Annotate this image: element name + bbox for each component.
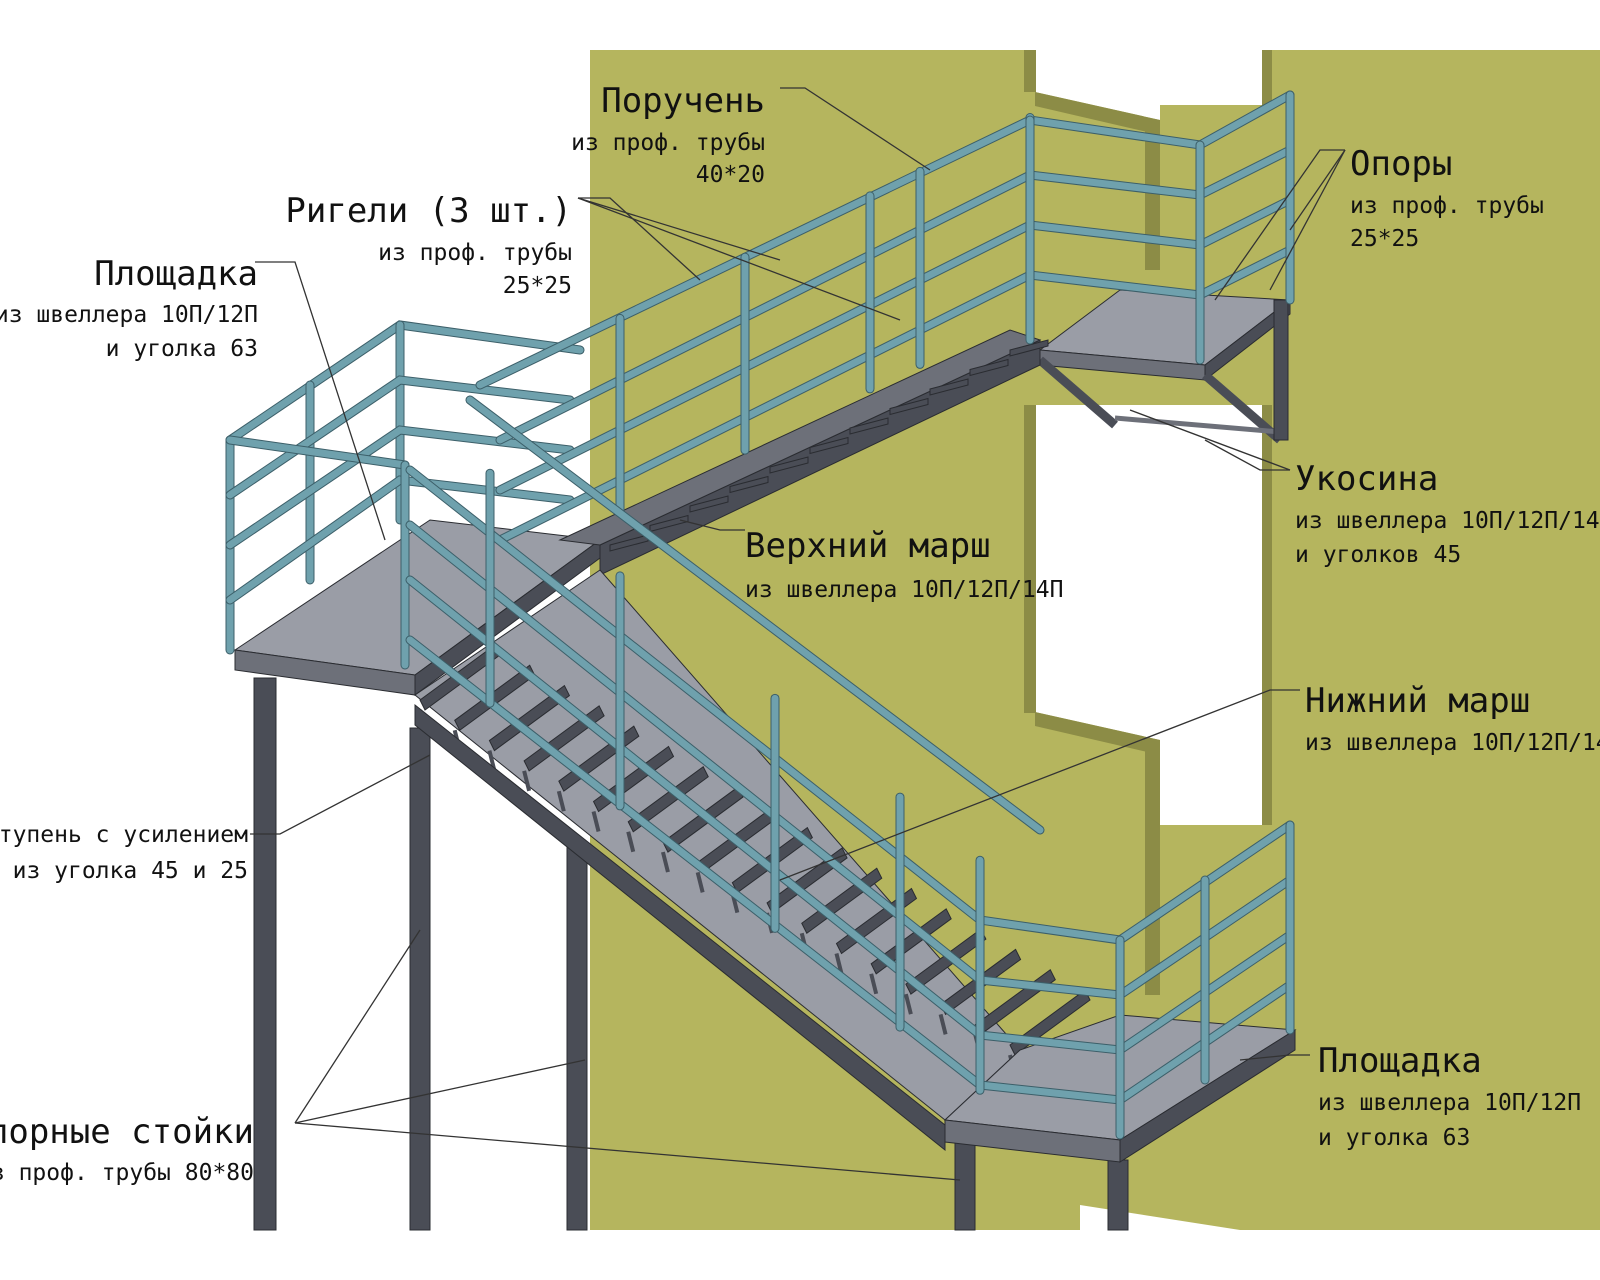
upper-step <box>929 378 969 396</box>
upper-step <box>849 417 889 435</box>
step-bracket <box>869 973 879 995</box>
wall-opening-middle <box>1035 405 1270 825</box>
label-upper-flight-line1: из швеллера 10П/12П/14П <box>745 577 1064 603</box>
label-handrail-line2: 40*20 <box>696 162 765 188</box>
label-platform-bottom-line2: и уголка 63 <box>1318 1125 1470 1151</box>
label-brace: Укосина из швеллера 10П/12П/14П и уголко… <box>1295 459 1600 568</box>
label-lower-flight: Нижний марш из швеллера 10П/12П/14П <box>1305 681 1600 756</box>
label-step-title: Ступень с усилением <box>0 822 248 848</box>
label-platform-top-title: Площадка <box>94 254 258 294</box>
label-brace-line2: и уголков 45 <box>1295 542 1461 568</box>
step-bracket <box>938 1013 948 1035</box>
upper-landing <box>1037 289 1292 444</box>
label-rails-line1: из проф. трубы <box>378 240 572 266</box>
support-columns <box>253 677 1129 1231</box>
label-lower-flight-line1: из швеллера 10П/12П/14П <box>1305 730 1600 756</box>
label-brace-title: Укосина <box>1295 459 1438 499</box>
label-platform-bottom-line1: из швеллера 10П/12П <box>1318 1090 1581 1116</box>
upper-step <box>609 534 649 552</box>
step-bracket <box>556 790 566 812</box>
wall-opening-top <box>1035 50 1270 120</box>
label-step-line1: из уголка 45 и 25 <box>13 858 248 884</box>
label-upper-flight: Верхний марш из швеллера 10П/12П/14П <box>745 526 1064 603</box>
upper-step <box>1009 339 1049 357</box>
label-lower-flight-title: Нижний марш <box>1305 681 1530 721</box>
top-landing-front <box>226 436 409 469</box>
top-landing-rail <box>226 376 574 499</box>
label-columns: Опорные стойки из проф. трубы 80*80 <box>0 1112 254 1186</box>
leader-lines <box>250 87 1346 1181</box>
step-bracket <box>695 871 705 893</box>
label-brace-line1: из швеллера 10П/12П/14П <box>1295 508 1600 534</box>
step-bracket <box>661 851 670 873</box>
label-step: Ступень с усилением из уголка 45 и 25 <box>0 822 248 884</box>
upper-step <box>889 397 929 416</box>
label-platform-bottom: Площадка из швеллера 10П/12П и уголка 63 <box>1318 1041 1581 1151</box>
label-platform-top: Площадка из швеллера 10П/12П и уголка 63 <box>0 254 258 362</box>
step-bracket <box>626 831 636 853</box>
step-bracket <box>591 810 601 832</box>
lower-step <box>488 684 571 752</box>
lower-step <box>870 908 952 975</box>
lower-step <box>905 928 987 995</box>
label-upper-flight-title: Верхний марш <box>745 526 991 566</box>
label-posts: Опоры из проф. трубы 25*25 <box>1350 144 1544 252</box>
upper-flight <box>558 329 1049 576</box>
lower-step <box>627 766 709 833</box>
step-bracket <box>522 770 532 792</box>
label-handrail-line1: из проф. трубы <box>571 130 765 156</box>
step-bracket <box>834 953 844 975</box>
upper-flight-rail <box>496 246 1294 544</box>
upper-step <box>689 495 729 513</box>
upper-step <box>969 358 1009 377</box>
top-landing-rail <box>226 426 574 549</box>
upper-step <box>809 436 849 455</box>
upper-flight-rail <box>496 146 1294 444</box>
label-columns-line1: из проф. трубы 80*80 <box>0 1160 254 1186</box>
upper-step <box>769 456 809 474</box>
label-platform-top-line2: и уголка 63 <box>106 336 258 362</box>
label-platform-top-line1: из швеллера 10П/12П <box>0 302 258 328</box>
upper-step <box>729 475 769 494</box>
label-rails: Ригели (3 шт.) из проф. трубы 25*25 <box>285 191 572 299</box>
upper-flight-rail <box>496 196 1294 494</box>
label-platform-bottom-title: Площадка <box>1318 1041 1482 1081</box>
top-landing-rail <box>226 476 574 604</box>
label-posts-line2: 25*25 <box>1350 226 1419 252</box>
label-posts-title: Опоры <box>1350 144 1452 184</box>
label-columns-title: Опорные стойки <box>0 1112 254 1152</box>
lower-flight-handrail <box>466 396 1044 834</box>
label-rails-line2: 25*25 <box>503 273 572 299</box>
railings <box>225 90 1295 1140</box>
label-posts-line1: из проф. трубы <box>1350 193 1544 219</box>
label-rails-title: Ригели (3 шт.) <box>285 191 572 231</box>
label-handrail-title: Поручень <box>601 81 765 121</box>
step-bracket <box>903 993 913 1015</box>
label-handrail: Поручень из проф. трубы 40*20 <box>571 81 765 188</box>
